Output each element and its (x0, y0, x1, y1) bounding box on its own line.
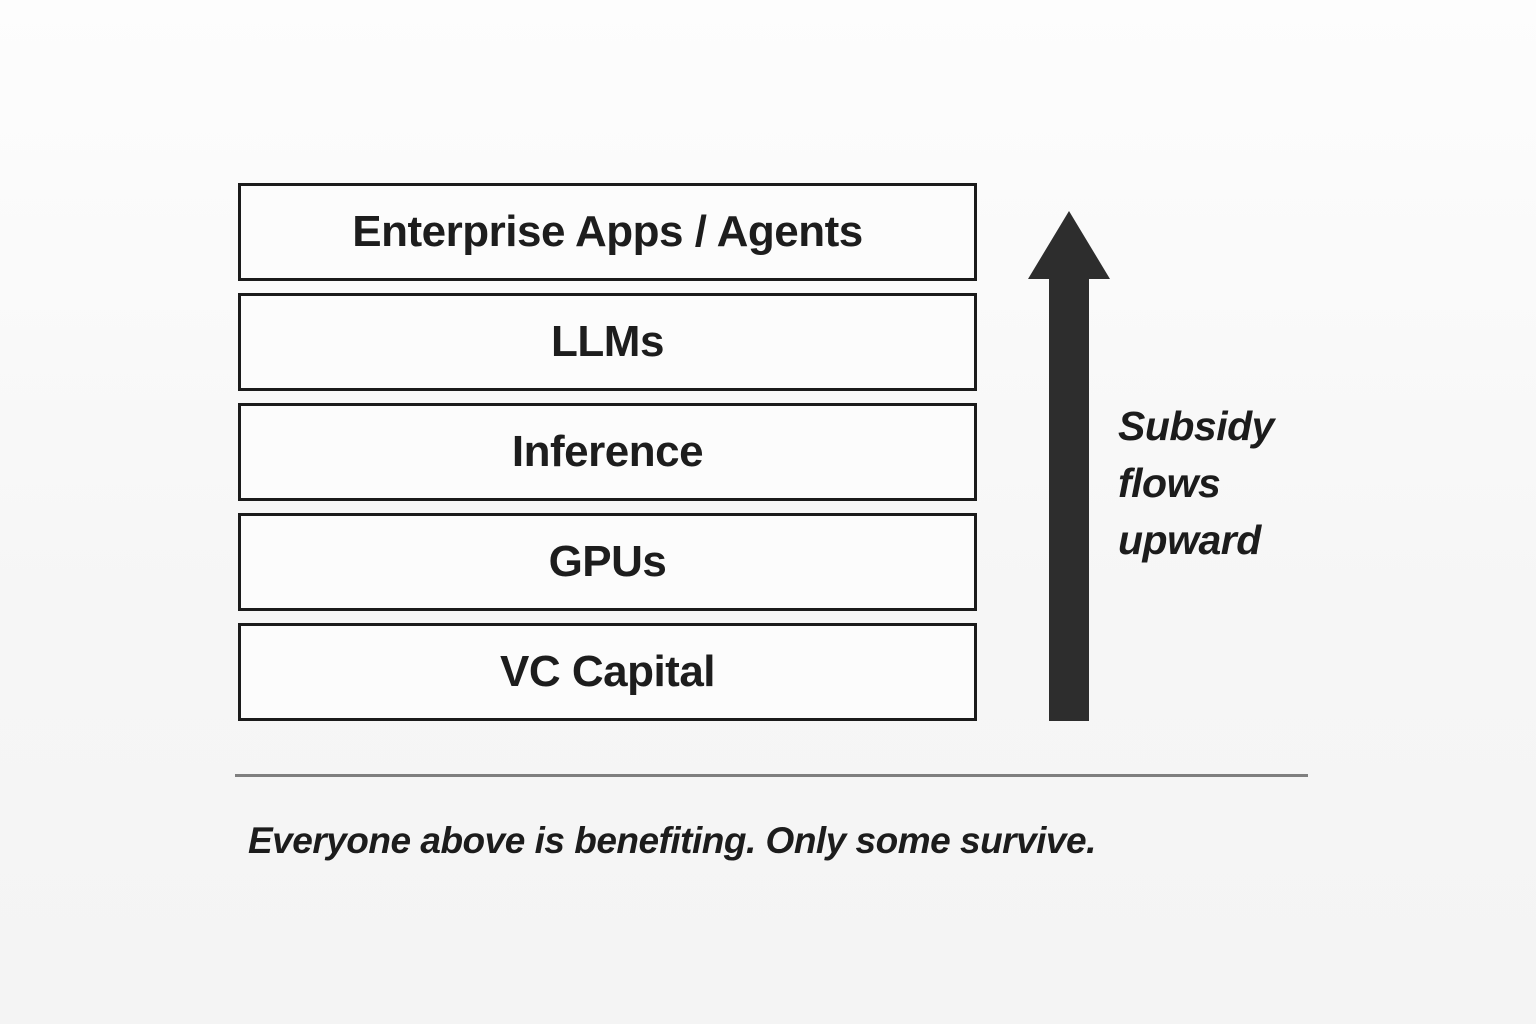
layer-llms: LLMs (238, 293, 977, 391)
layer-label: Inference (511, 427, 704, 476)
arrow-label: Subsidy flows upward (1118, 403, 1274, 563)
layer-label: Enterprise Apps / Agents (352, 207, 863, 256)
layer-label: LLMs (551, 317, 664, 366)
layer-label: GPUs (548, 537, 667, 586)
layer-inference: Inference (238, 403, 977, 501)
upward-arrow-shape (1028, 211, 1110, 721)
layer-enterprise-apps-agents: Enterprise Apps / Agents (238, 183, 977, 281)
divider-line (235, 774, 1308, 777)
layer-vc-capital: VC Capital (238, 623, 977, 721)
layer-stack: Enterprise Apps / Agents LLMs Inference … (238, 183, 977, 721)
upward-arrow-icon (1028, 211, 1110, 721)
layer-label: VC Capital (499, 647, 716, 696)
layer-gpus: GPUs (238, 513, 977, 611)
caption-text: Everyone above is benefiting. Only some … (248, 820, 1096, 861)
